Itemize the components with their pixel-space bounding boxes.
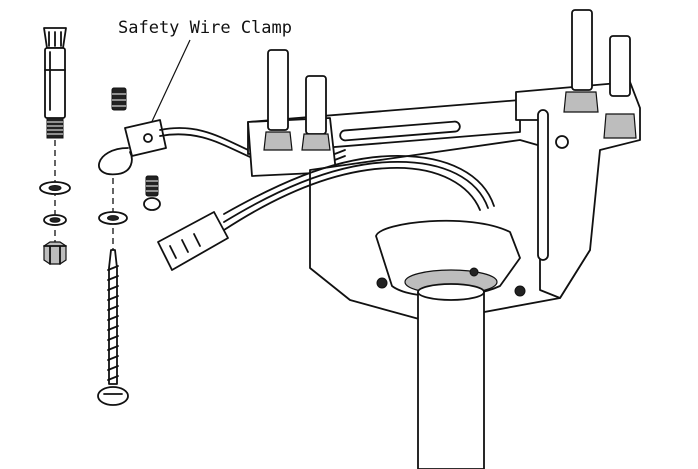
wire-harness-icon bbox=[223, 155, 495, 231]
clamp-screw-icon bbox=[111, 87, 127, 111]
screw-washer-icon bbox=[98, 211, 128, 225]
wood-screw-icon bbox=[97, 249, 129, 406]
lock-washer-icon bbox=[43, 214, 67, 226]
left-hook-studs-icon bbox=[263, 49, 331, 151]
callout-leader-line bbox=[147, 39, 191, 131]
callout-label: Safety Wire Clamp bbox=[118, 18, 292, 38]
wire-connector-icon bbox=[157, 211, 229, 271]
washer-icon bbox=[39, 181, 71, 195]
right-hook-studs-icon bbox=[563, 9, 637, 139]
clamp-lower-screw-icon bbox=[143, 175, 161, 211]
nut-icon bbox=[43, 241, 67, 265]
anchor-icon bbox=[43, 27, 67, 139]
downrod-icon bbox=[417, 283, 485, 469]
